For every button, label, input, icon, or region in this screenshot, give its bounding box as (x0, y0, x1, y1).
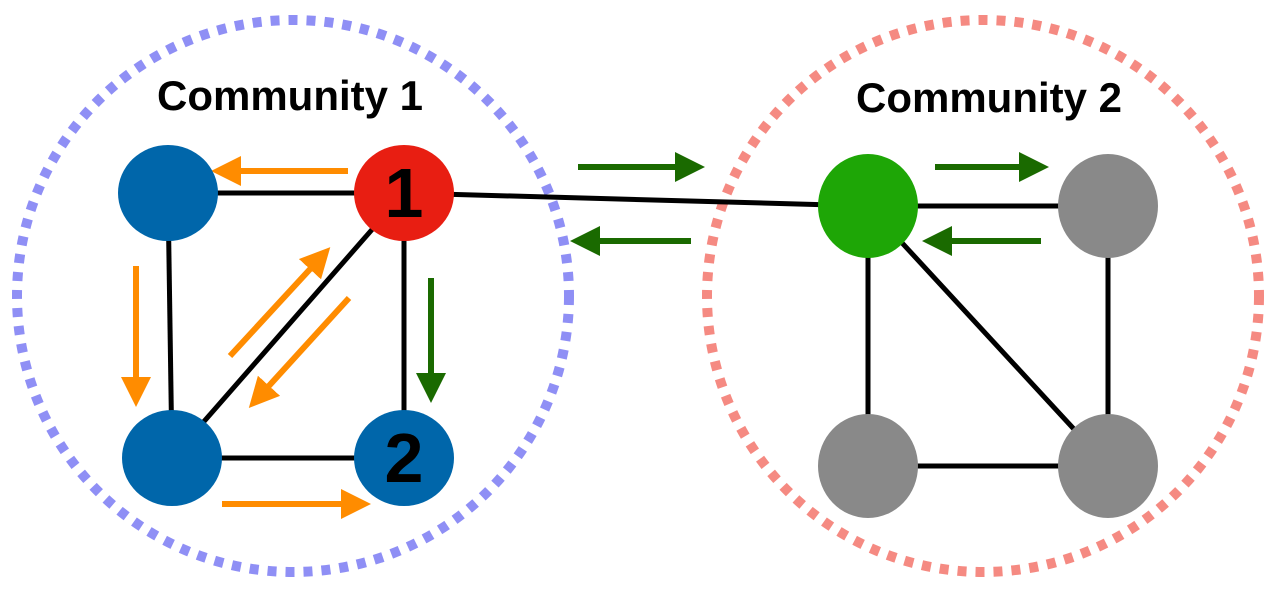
node-c1-bottom-right (354, 410, 454, 506)
graph-nodes: 12 (118, 145, 1158, 518)
node-c2-bottom-right (1058, 414, 1158, 518)
community-2-boundary (702, 15, 1264, 577)
node-c1-top-left (118, 145, 218, 241)
node-label-c1-top-right: 1 (385, 154, 424, 232)
walk-arrow-orange-c1-top-right-to-c1-bottom-left (248, 295, 352, 408)
edge-c1-top-right-c2-top-left (403, 190, 869, 209)
walk-arrows (121, 152, 1049, 519)
graph-edges (165, 190, 1111, 469)
node-c2-top-right (1058, 154, 1158, 258)
community-2-title: Community 2 (856, 74, 1122, 121)
walk-arrow-orange-c1-bottom-left-to-c1-top-right (227, 247, 331, 359)
node-label-c1-bottom-right: 2 (385, 419, 424, 497)
community-1-boundary (12, 15, 574, 577)
node-c2-top-left (818, 154, 918, 258)
edge-c2-top-left-c2-bottom-right (866, 204, 1110, 468)
node-c1-bottom-left (122, 410, 222, 506)
node-c1-top-right (354, 145, 454, 241)
node-c2-bottom-left (818, 414, 918, 518)
edge-c1-top-right-c1-bottom-left (170, 191, 406, 460)
community-1-title: Community 1 (157, 72, 423, 119)
